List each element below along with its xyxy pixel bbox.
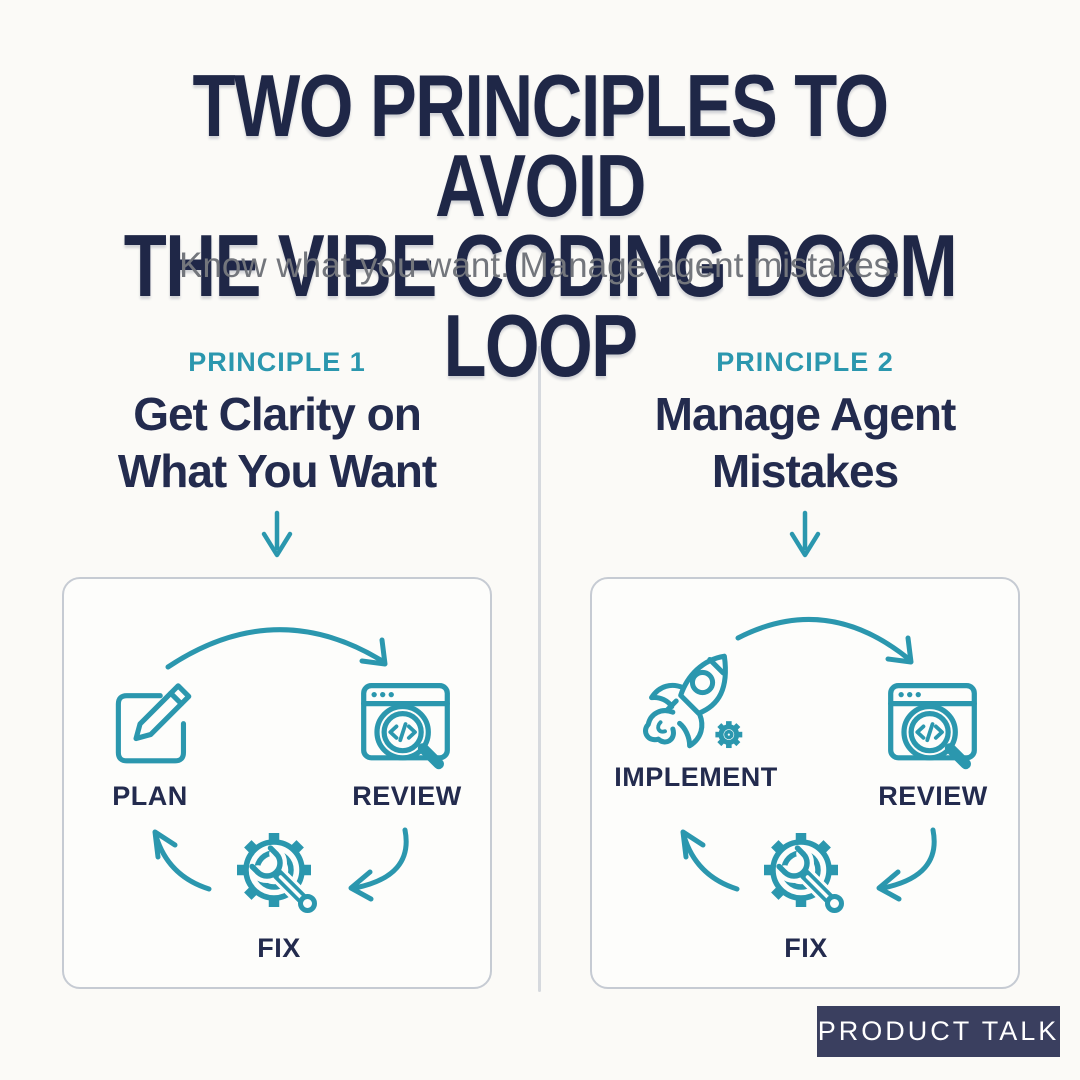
step-label-review: REVIEW — [352, 780, 462, 811]
principle-2-column: PRINCIPLE 2 Manage Agent Mistakes — [590, 340, 1020, 989]
cycle-arrow-right — [348, 827, 409, 902]
title-line-2: THE VIBE CODING DOOM LOOP — [123, 216, 958, 396]
rocket-gear-icon — [643, 653, 743, 749]
heading-line: Manage Agent — [654, 387, 957, 440]
cycle-arrow-left — [680, 829, 740, 892]
cycle-arrow-top — [735, 616, 914, 665]
principle-1-eyebrow: PRINCIPLE 1 — [188, 347, 366, 377]
pencil-square-icon — [115, 682, 192, 764]
plan-review-fix-cycle-diagram — [115, 627, 450, 913]
title-line-1: TWO PRINCIPLES TO AVOID — [192, 56, 889, 236]
flow-down-arrow — [789, 510, 821, 557]
subtitle: Know what you want. Manage agent mistake… — [179, 246, 901, 285]
flow-down-arrow — [261, 510, 293, 557]
step-label-fix: FIX — [784, 932, 828, 963]
page-title: TWO PRINCIPLES TO AVOID THE VIBE CODING … — [108, 56, 972, 396]
cycle-arrow-right — [876, 827, 937, 902]
principle-1-heading: Get Clarity on What You Want — [62, 386, 492, 500]
principle-2-panel: IMPLEMENT REVIEW FIX — [590, 576, 1020, 989]
heading-line: What You Want — [117, 444, 437, 497]
cycle-arrow-top — [165, 627, 388, 670]
center-divider — [538, 346, 541, 992]
heading-line: Get Clarity on — [133, 387, 422, 440]
implement-review-fix-cycle-diagram — [643, 616, 977, 913]
step-label-fix: FIX — [257, 932, 301, 963]
principle-2-heading: Manage Agent Mistakes — [590, 386, 1020, 500]
gear-wrench-icon — [764, 832, 844, 913]
principle-1-column: PRINCIPLE 1 Get Clarity on What You Want — [62, 340, 492, 989]
cycle-arrow-left — [152, 829, 212, 892]
principle-2-eyebrow: PRINCIPLE 2 — [716, 347, 894, 377]
code-review-magnifier-icon — [361, 682, 450, 769]
gear-wrench-icon — [237, 832, 317, 913]
step-label-plan: PLAN — [112, 780, 188, 811]
principle-1-panel: PLAN REVIEW FIX — [62, 576, 492, 989]
step-label-review: REVIEW — [878, 780, 988, 811]
product-talk-badge: PRODUCT TALK — [817, 1006, 1060, 1057]
code-review-magnifier-icon — [888, 682, 977, 769]
step-label-implement: IMPLEMENT — [614, 761, 778, 792]
heading-line: Mistakes — [711, 444, 899, 497]
